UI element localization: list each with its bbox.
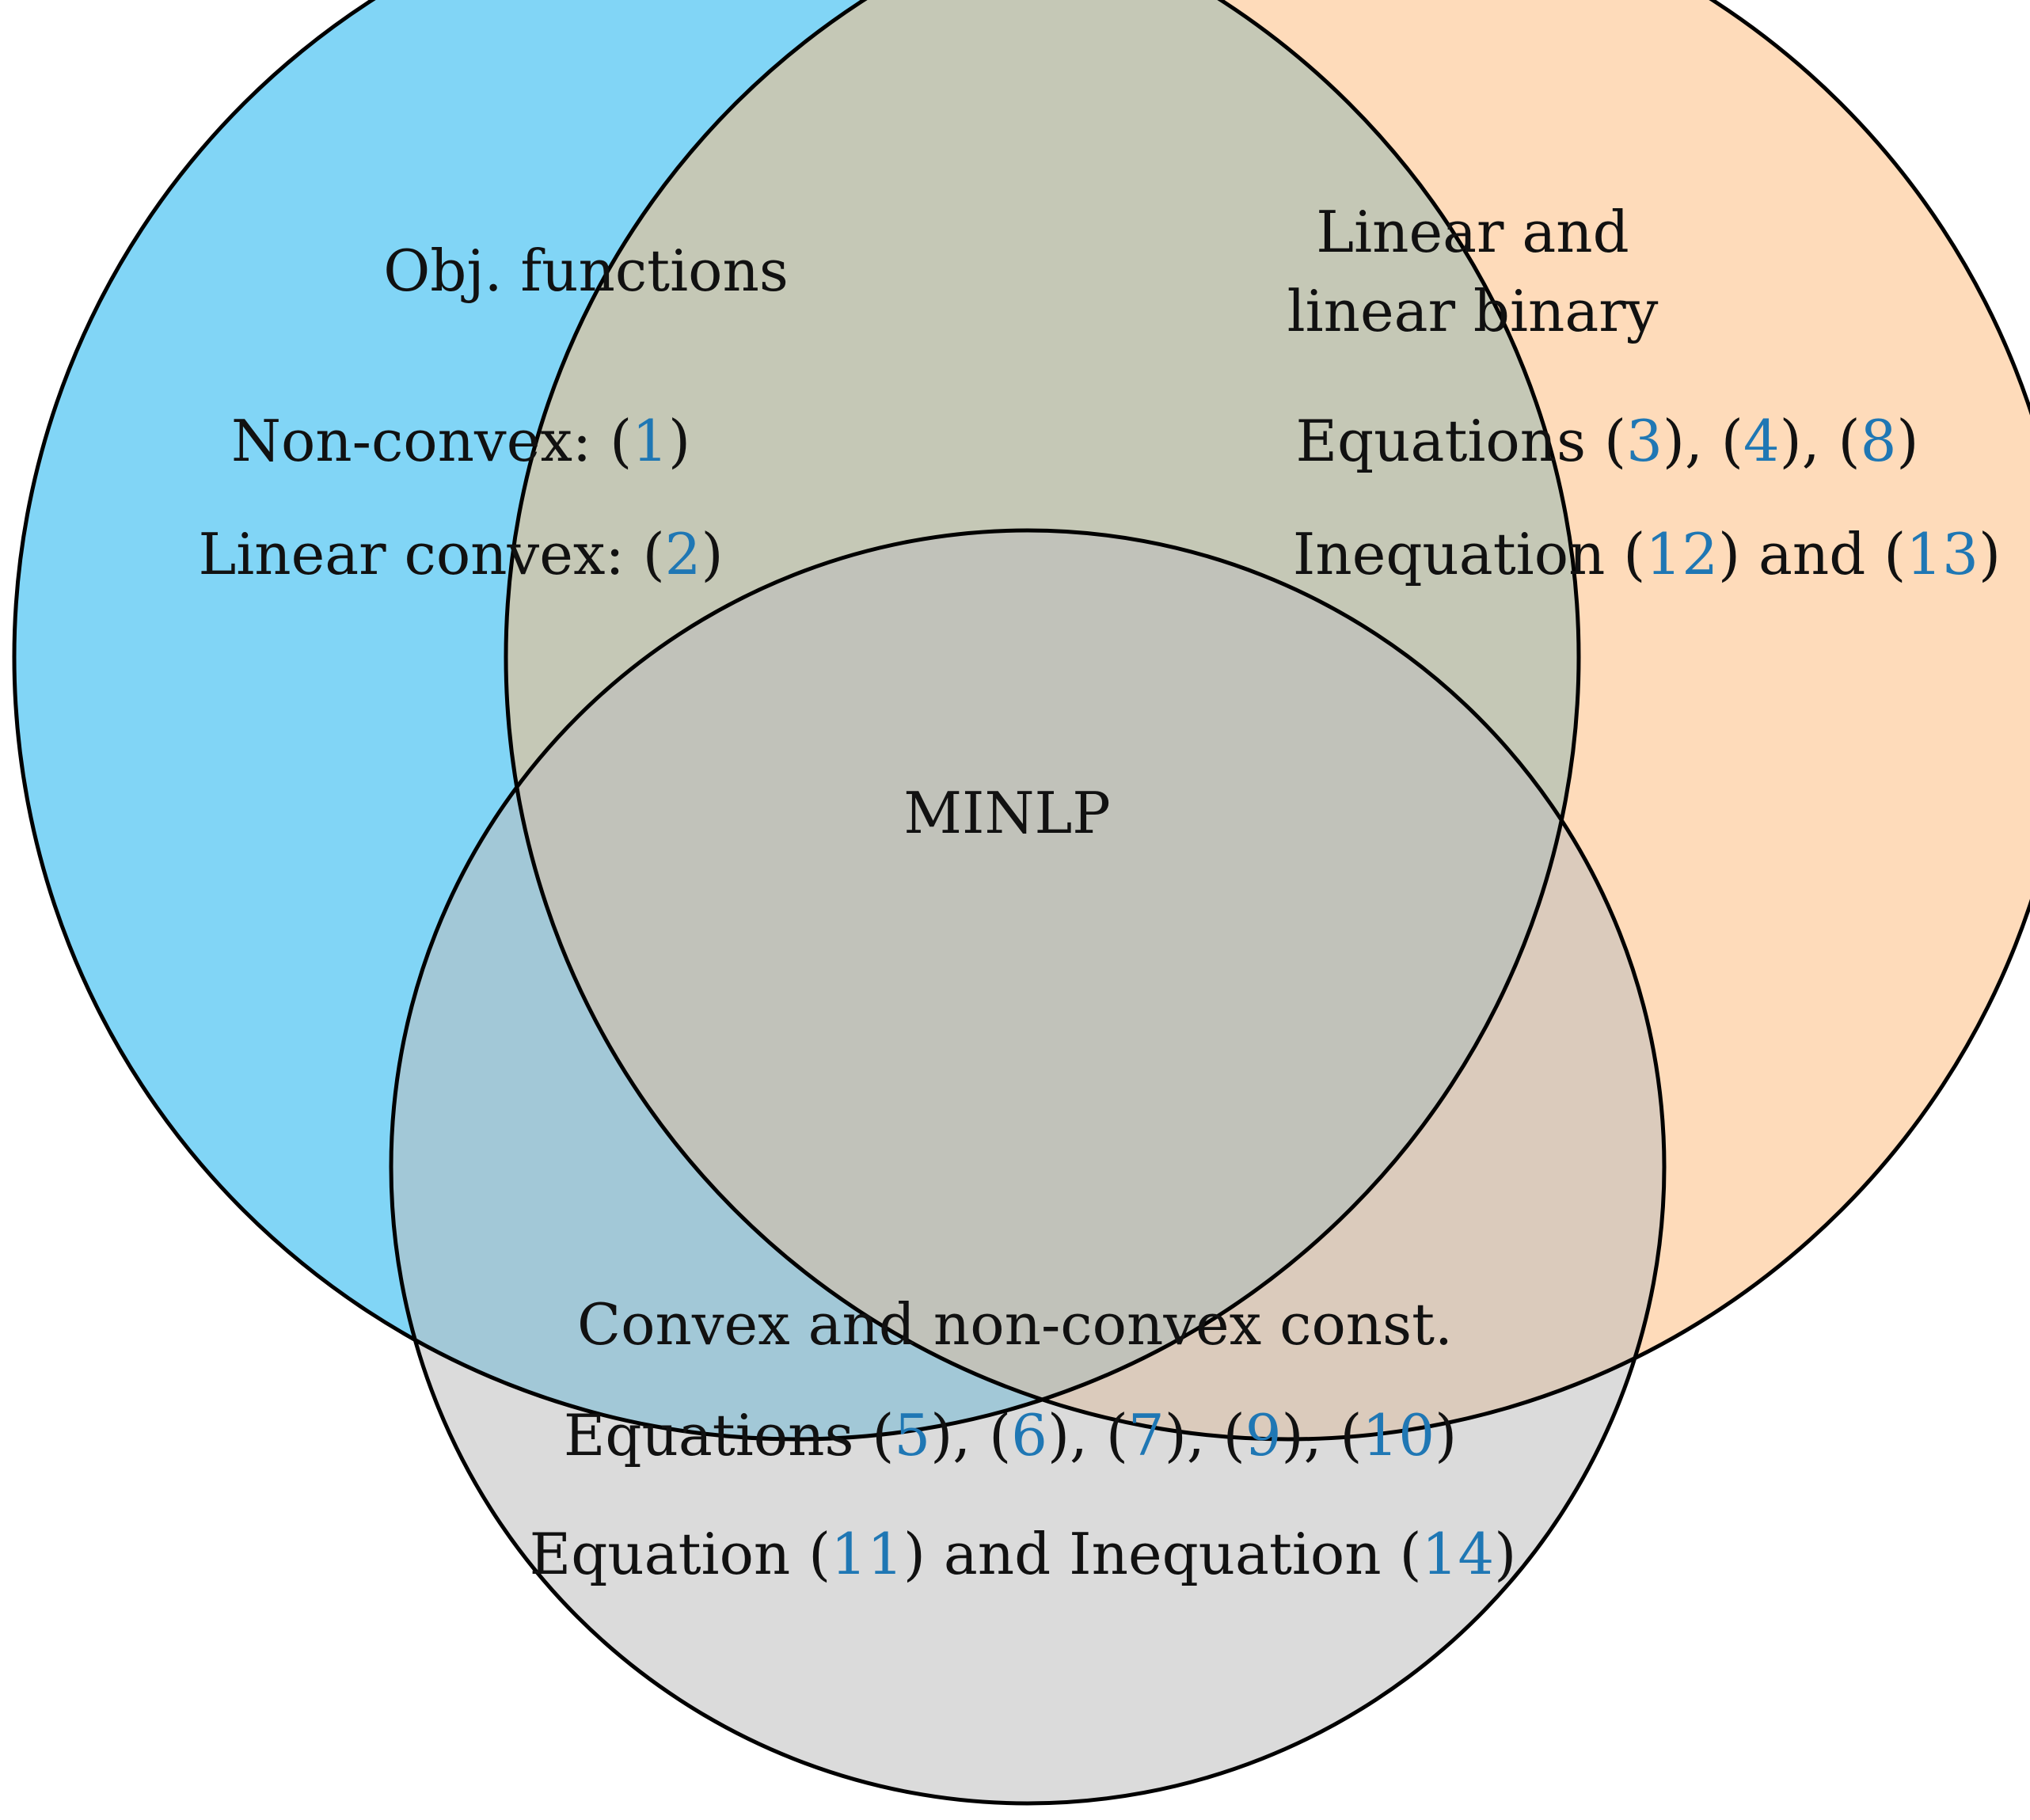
left-set-line2: Linear convex: (2): [198, 521, 723, 587]
bottom-line1-p4: ), (: [1165, 1402, 1245, 1469]
left-line1-prefix: Non-convex: (: [231, 408, 632, 474]
bottom-set-line1: Equations (5), (6), (7), (9), (10): [564, 1402, 1457, 1469]
bottom-line1-p2: ), (: [930, 1402, 1011, 1469]
right-line1-p4: ): [1896, 408, 1918, 474]
right-set-line2: Inequation (12) and (13): [1293, 521, 2001, 587]
bottom-line1-p1: Equations (: [564, 1402, 895, 1469]
right-line1-p3: ), (: [1780, 408, 1861, 474]
equation-ref-3[interactable]: 3: [1626, 408, 1663, 474]
bottom-line1-p3: ), (: [1047, 1402, 1128, 1469]
right-line2-p3: ): [1979, 521, 2001, 587]
equation-ref-7[interactable]: 7: [1128, 1402, 1165, 1469]
equation-ref-1[interactable]: 1: [632, 408, 668, 474]
bottom-set-title: Convex and non-convex const.: [577, 1291, 1453, 1358]
left-line1-suffix: ): [668, 408, 690, 474]
right-set-line1: Equations (3), (4), (8): [1296, 408, 1919, 474]
right-line2-p1: Inequation (: [1293, 521, 1645, 587]
bottom-line1-p6: ): [1435, 1402, 1457, 1469]
left-set-line1: Non-convex: (1): [231, 408, 690, 474]
convex-constraints-circle: [391, 530, 1664, 1803]
equation-ref-6[interactable]: 6: [1011, 1402, 1047, 1469]
bottom-line2-p1: Equation (: [530, 1521, 831, 1587]
bottom-line1-p5: ), (: [1282, 1402, 1363, 1469]
right-line1-p2: ), (: [1663, 408, 1743, 474]
equation-ref-9[interactable]: 9: [1245, 1402, 1282, 1469]
left-line2-suffix: ): [701, 521, 723, 587]
inequation-ref-12[interactable]: 12: [1645, 521, 1718, 587]
right-line1-p1: Equations (: [1296, 408, 1627, 474]
bottom-set-line2: Equation (11) and Inequation (14): [530, 1521, 1517, 1587]
equation-ref-5[interactable]: 5: [894, 1402, 930, 1469]
equation-ref-2[interactable]: 2: [665, 521, 701, 587]
left-set-title: Obj. functions: [383, 237, 789, 304]
equation-ref-10[interactable]: 10: [1362, 1402, 1435, 1469]
center-label: MINLP: [903, 780, 1110, 846]
equation-ref-11[interactable]: 11: [831, 1521, 903, 1587]
inequation-ref-13[interactable]: 13: [1906, 521, 1979, 587]
equation-ref-4[interactable]: 4: [1743, 408, 1780, 474]
left-line2-prefix: Linear convex: (: [198, 521, 664, 587]
bottom-line2-p3: ): [1494, 1521, 1516, 1587]
equation-ref-8[interactable]: 8: [1861, 408, 1897, 474]
bottom-line2-p2: ) and Inequation (: [903, 1521, 1422, 1587]
objective-functions-outline: [12, 0, 1581, 1442]
inequation-ref-14[interactable]: 14: [1422, 1521, 1495, 1587]
convex-constraints-outline: [389, 528, 1667, 1806]
linear-constraints-outline: [504, 0, 2030, 1442]
right-set-title-line2: linear binary: [1287, 278, 1659, 344]
right-set-title-line1: Linear and: [1316, 199, 1629, 265]
right-line2-p2: ) and (: [1718, 521, 1906, 587]
